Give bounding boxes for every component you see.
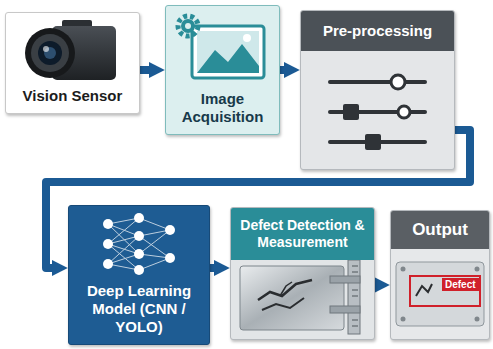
flow-arrow bbox=[210, 264, 217, 272]
metal-plate-illustration bbox=[240, 266, 344, 330]
process-box: Image Acquisition bbox=[165, 5, 280, 135]
flow-arrow bbox=[140, 66, 152, 74]
process-box: Defect Detection & Measurement bbox=[230, 207, 375, 340]
neural-network-icon bbox=[103, 213, 175, 275]
flow-arrow bbox=[280, 66, 287, 74]
box-title: Deep Learning Model (CNN / YOLO) bbox=[75, 282, 203, 336]
defect-tag: Defect bbox=[442, 278, 479, 291]
image-icon bbox=[178, 16, 264, 78]
camera-icon bbox=[25, 20, 116, 80]
output-part-illustration bbox=[396, 262, 484, 326]
caliper-illustration bbox=[330, 260, 360, 334]
model-box: Deep Learning Model (CNN / YOLO) bbox=[68, 205, 210, 345]
process-box: Pre-processing bbox=[300, 10, 455, 170]
header-title: Output bbox=[391, 211, 489, 249]
sensor-box: Vision Sensor bbox=[5, 12, 140, 114]
box-title: Vision Sensor bbox=[23, 87, 123, 105]
box-title: Image Acquisition bbox=[172, 90, 273, 126]
output-box: Output bbox=[390, 210, 490, 340]
header-title: Defect Detection & Measurement bbox=[231, 208, 374, 260]
header-title: Pre-processing bbox=[301, 11, 454, 51]
slider-icon bbox=[330, 75, 425, 150]
flow-arrow bbox=[375, 281, 377, 289]
